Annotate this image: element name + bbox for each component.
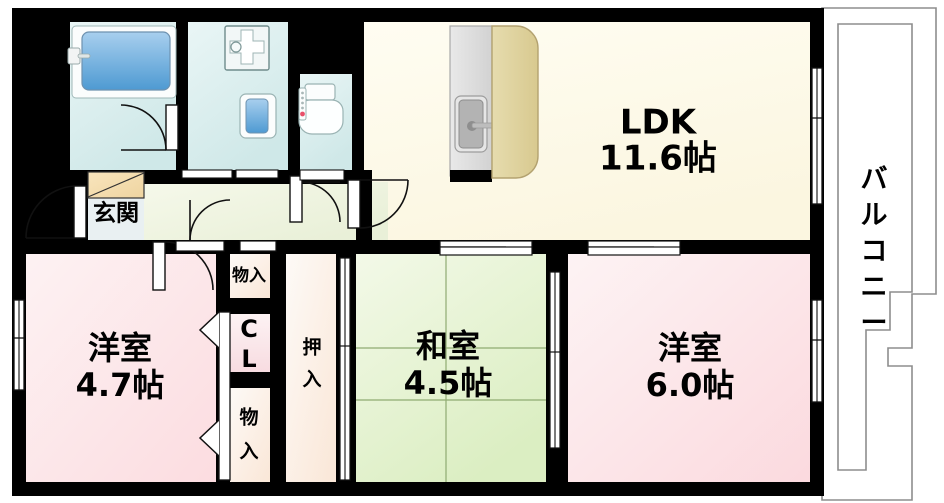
oshiire-floor: [286, 254, 338, 484]
storage-lower-floor: [228, 388, 272, 484]
storage-lower-label-2: 入: [239, 441, 258, 463]
washing-machine-pan-icon: [224, 25, 270, 71]
cl-label-l: L: [241, 345, 256, 373]
sliding-windows[interactable]: [13, 67, 823, 403]
storage-upper-label: 物入: [232, 265, 266, 286]
western-room-60-floor: [568, 254, 818, 484]
cl-closet-floor: [228, 312, 272, 374]
kitchen-peninsula-counter: [491, 25, 539, 179]
oshiire-label-2: 入: [302, 369, 321, 391]
balcony-char-1: バ: [861, 164, 888, 195]
room-label-washitsu-area: 4.5帖: [404, 364, 493, 402]
oshiire-label-1: 押: [302, 336, 321, 359]
vanity-sink-icon: [239, 93, 277, 139]
bathtub-icon: [67, 25, 177, 99]
balcony-char-2: ル: [861, 200, 888, 231]
shoe-cabinet-icon: [87, 171, 145, 199]
balcony-char-3: コ: [861, 236, 888, 267]
room-label-yoshitsu-47-area: 4.7帖: [76, 366, 165, 404]
sliding-partition-vertical[interactable]: [339, 257, 561, 481]
storage-upper-floor: [228, 254, 272, 300]
entrance-door[interactable]: [25, 185, 87, 239]
toilet-icon: [298, 83, 344, 135]
balcony-char-5: ー: [861, 308, 888, 339]
entrance-label: 玄関: [93, 200, 139, 227]
room-label-yoshitsu-60-area: 6.0帖: [646, 366, 735, 404]
ldk-floor: [362, 20, 818, 248]
room-label-yoshitsu-60-name: 洋室: [658, 329, 722, 367]
room-label-yoshitsu-47-name: 洋室: [88, 329, 152, 367]
hall-swing-doors[interactable]: [152, 175, 409, 291]
western-room-47-floor: [22, 254, 218, 484]
sliding-partition-door[interactable]: [175, 169, 681, 256]
kitchen-counter-icon: [449, 25, 495, 182]
bathroom-door[interactable]: [120, 104, 179, 151]
balcony-label: バ ル コ ニ ー: [861, 164, 888, 339]
storage-lower-label-1: 物: [239, 406, 258, 429]
room-label-ldk-name: LDK: [620, 103, 698, 143]
kitchen-sink-icon: [454, 95, 495, 153]
cl-label-c: C: [240, 315, 258, 343]
room-label-washitsu-name: 和室: [416, 327, 480, 365]
tatami-seams: [356, 254, 546, 484]
room-label-ldk-area: 11.6帖: [599, 139, 717, 179]
balcony-char-4: ニ: [861, 272, 888, 303]
japanese-room-floor: [356, 254, 546, 484]
folding-closet-door[interactable]: [198, 311, 231, 481]
balcony-area: [821, 7, 937, 501]
